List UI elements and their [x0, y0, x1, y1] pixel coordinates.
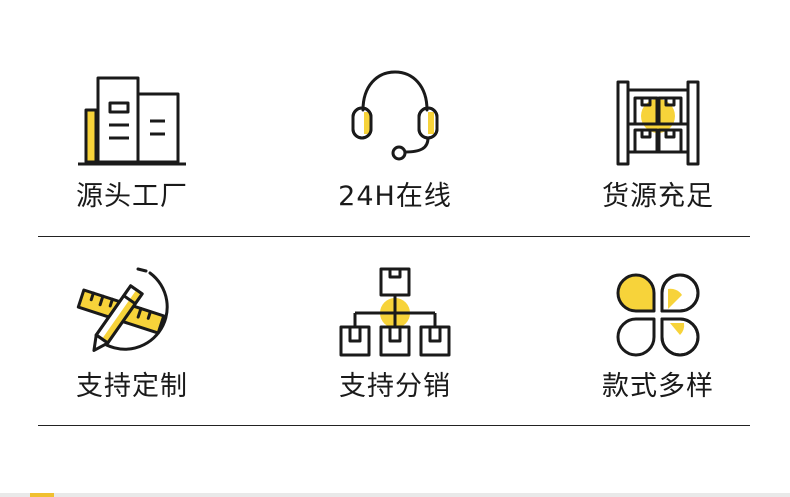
- feature-label: 货源充足: [602, 181, 714, 212]
- distribution-boxes-icon: [335, 265, 455, 365]
- factory-buildings-icon: [72, 68, 192, 168]
- feature-label: 支持定制: [76, 371, 188, 402]
- warehouse-shelf-icon: [598, 68, 718, 168]
- features-row-2: 支持定制 支持分销: [0, 237, 790, 426]
- feature-24h-online: 24H在线: [295, 0, 495, 236]
- four-petal-clover-icon: [598, 265, 718, 365]
- feature-label: 源头工厂: [76, 181, 188, 212]
- bottom-accent: [30, 493, 54, 497]
- feature-source-factory: 源头工厂: [32, 0, 232, 236]
- headset-icon: [335, 68, 455, 168]
- row-divider: [38, 425, 750, 426]
- feature-custom-support: 支持定制: [32, 237, 232, 426]
- feature-ample-supply: 货源充足: [558, 0, 758, 236]
- feature-distribution-support: 支持分销: [295, 237, 495, 426]
- feature-various-styles: 款式多样: [558, 237, 758, 426]
- feature-label: 款式多样: [602, 371, 714, 402]
- feature-label: 支持分销: [339, 371, 451, 402]
- feature-label: 24H在线: [338, 181, 452, 212]
- bottom-strip: [0, 493, 790, 497]
- ruler-pencil-icon: [72, 265, 192, 365]
- row-divider: [38, 236, 750, 237]
- features-row-1: 源头工厂 24H在线: [0, 0, 790, 236]
